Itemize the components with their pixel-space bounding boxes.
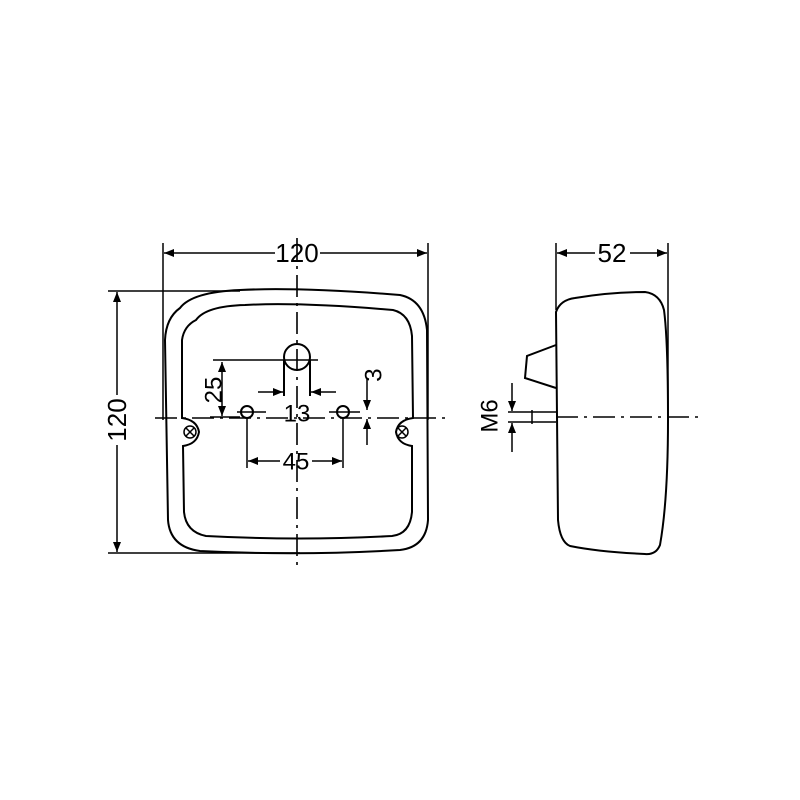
side-view: 52 M6 [477, 238, 702, 556]
width-dimension-label: 120 [275, 238, 318, 268]
front-view: 120 120 25 13 3 45 [102, 238, 445, 568]
screw-left [183, 425, 197, 439]
hole-spacing-dimension-label: 45 [283, 449, 310, 476]
depth-dimension-label: 52 [598, 238, 627, 268]
small-offset-dimension-label: 3 [361, 368, 388, 381]
height-dimension-label: 120 [102, 398, 132, 441]
hole-offset-dimension-label: 25 [201, 377, 228, 404]
lamp-outer-outline [163, 288, 430, 555]
connector [523, 344, 557, 389]
threaded-stud [531, 410, 556, 424]
screw-right [395, 425, 409, 439]
thread-dimension-label: M6 [477, 399, 504, 432]
center-hole [283, 343, 311, 396]
lamp-side-outline [554, 290, 670, 556]
lamp-inner-outline [181, 303, 415, 540]
slot-width-dimension-label: 13 [284, 401, 311, 428]
